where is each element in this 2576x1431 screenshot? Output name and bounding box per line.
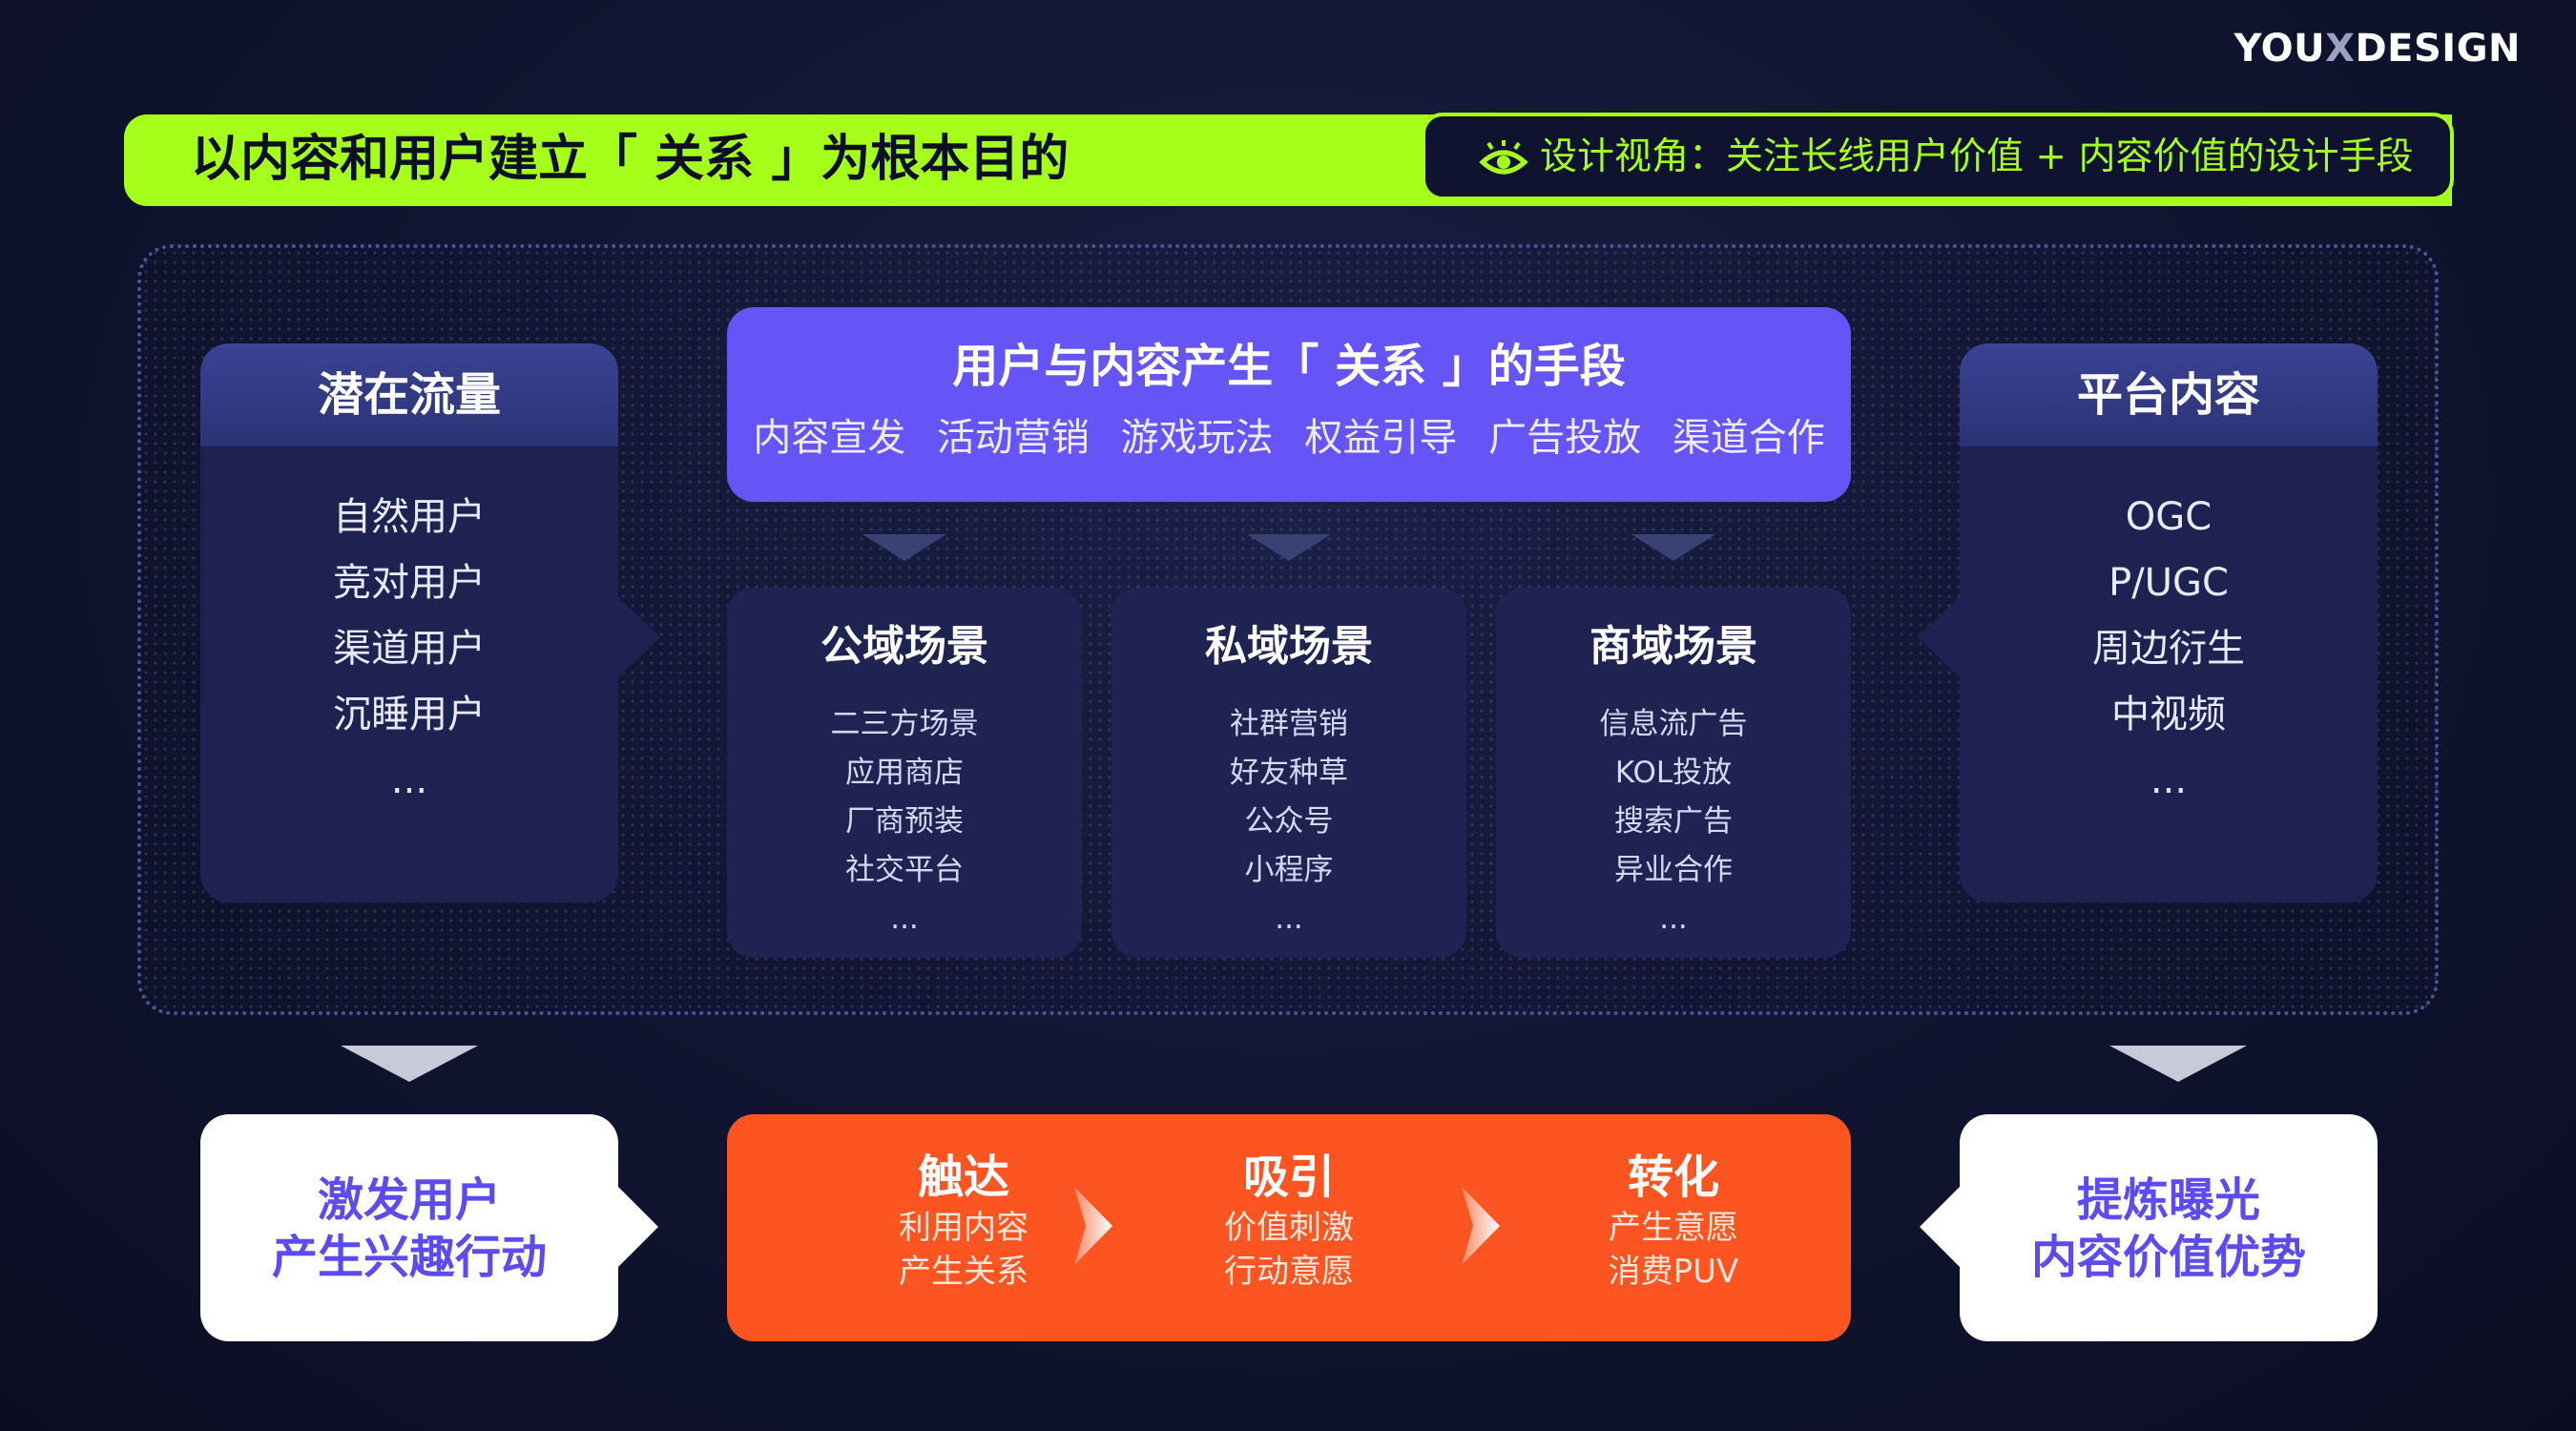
list-item-ellipsis: ... [890, 902, 919, 936]
list-item: 中视频 [2111, 693, 2226, 736]
list-item-ellipsis: ... [2150, 758, 2188, 802]
scene-list: 二三方场景 应用商店 厂商预装 社交平台 ... [727, 700, 1082, 944]
means-item: 权益引导 [1304, 416, 1458, 460]
list-item: KOL投放 [1614, 756, 1733, 790]
list-item-ellipsis: ... [390, 758, 428, 802]
design-perspective-box: 设计视角：关注长线用户价值 + 内容价值的设计手段 [1422, 113, 2454, 200]
list-item: 周边衍生 [2092, 627, 2245, 671]
header-banner: 以内容和用户建立「 关系 」为根本目的 设计视角：关注长线用户价值 + 内容价值… [124, 113, 2454, 206]
means-item: 渠道合作 [1672, 416, 1825, 460]
flow-step-title: 吸引 [1242, 1151, 1335, 1204]
text-line: 提炼曝光 [2076, 1173, 2260, 1227]
card-pointer [614, 593, 660, 681]
flow-step-attract: 吸引 价值刺激 行动意愿 [1146, 1149, 1432, 1294]
conversion-flow-card: 触达 利用内容 产生关系 吸引 价值刺激 行动意愿 转化 产生意愿 消费PUV [727, 1114, 1851, 1341]
stimulate-users-text: 激发用户 产生兴趣行动 [200, 1172, 618, 1286]
relationship-means-list: 内容宣发 活动营销 游戏玩法 权益引导 广告投放 渠道合作 [727, 414, 1851, 462]
card-pointer [1918, 593, 1963, 681]
refine-exposure-text: 提炼曝光 内容价值优势 [1960, 1172, 2378, 1286]
private-domain-scene-card: 私域场景 社群营销 好友种草 公众号 小程序 ... [1111, 588, 1466, 958]
refine-exposure-card: 提炼曝光 内容价值优势 [1920, 1114, 2378, 1341]
logo-text-design: DESIGN [2355, 27, 2521, 71]
list-item-ellipsis: ... [1659, 902, 1688, 936]
flow-step-title: 转化 [1627, 1151, 1719, 1204]
commercial-domain-scene-card: 商域场景 信息流广告 KOL投放 搜索广告 异业合作 ... [1496, 588, 1851, 958]
platform-content-list: OGC P/UGC 周边衍生 中视频 ... [1960, 485, 2378, 814]
means-item: 广告投放 [1488, 416, 1642, 460]
scene-list: 社群营销 好友种草 公众号 小程序 ... [1111, 700, 1466, 944]
means-item: 活动营销 [936, 416, 1090, 460]
down-chevron-icon [862, 534, 946, 561]
design-perspective-text: 设计视角：关注长线用户价值 + 内容价值的设计手段 [1540, 135, 2414, 178]
list-item: P/UGC [2109, 561, 2229, 605]
flow-step-line: 行动意愿 [1224, 1253, 1354, 1291]
chevron-right-icon [1074, 1187, 1112, 1265]
text-line: 内容价值优势 [2030, 1231, 2306, 1284]
public-domain-scene-card: 公域场景 二三方场景 应用商店 厂商预装 社交平台 ... [727, 588, 1082, 958]
flow-step-title: 触达 [917, 1151, 1009, 1204]
flow-step-convert: 转化 产生意愿 消费PUV [1530, 1149, 1817, 1294]
eye-icon [1479, 140, 1528, 175]
list-item: 社交平台 [845, 853, 964, 887]
potential-traffic-list: 自然用户 竞对用户 渠道用户 沉睡用户 ... [200, 485, 618, 814]
list-item: 搜索广告 [1614, 804, 1733, 839]
flow-step-reach: 触达 利用内容 产生关系 [821, 1149, 1107, 1294]
list-item: 沉睡用户 [333, 693, 486, 736]
list-item: 渠道用户 [333, 627, 486, 671]
list-item: 公众号 [1244, 804, 1334, 839]
platform-content-card: 平台内容 OGC P/UGC 周边衍生 中视频 ... [1918, 343, 2378, 902]
scene-title: 私域场景 [1205, 622, 1373, 671]
list-item: OGC [2125, 495, 2212, 539]
list-item: 异业合作 [1614, 853, 1733, 887]
card-pointer [1920, 1183, 1963, 1271]
chevron-right-icon [1462, 1187, 1500, 1265]
list-item: 二三方场景 [830, 707, 979, 741]
relationship-means-title: 用户与内容产生「 关系 」的手段 [952, 340, 1626, 393]
flow-step-line: 利用内容 [899, 1209, 1028, 1247]
potential-traffic-card: 潜在流量 自然用户 竞对用户 渠道用户 沉睡用户 ... [200, 343, 660, 902]
list-item: 好友种草 [1230, 756, 1348, 790]
list-item-ellipsis: ... [1275, 902, 1303, 936]
list-item: 厂商预装 [845, 804, 964, 839]
flow-step-line: 产生关系 [899, 1253, 1028, 1291]
platform-content-title: 平台内容 [1960, 343, 2378, 446]
logo-text-x: X [2325, 27, 2356, 71]
scene-list: 信息流广告 KOL投放 搜索广告 异业合作 ... [1496, 700, 1851, 944]
flow-step-line: 消费PUV [1608, 1253, 1739, 1291]
potential-traffic-title: 潜在流量 [200, 343, 618, 446]
list-item: 自然用户 [333, 495, 486, 539]
down-chevron-icon [341, 1046, 478, 1082]
means-item: 游戏玩法 [1120, 416, 1274, 460]
list-item: 社群营销 [1230, 707, 1348, 741]
down-chevron-icon [2109, 1046, 2247, 1082]
flow-step-line: 价值刺激 [1224, 1209, 1354, 1247]
page-title: 以内容和用户建立「 关系 」为根本目的 [191, 131, 1070, 188]
means-item: 内容宣发 [753, 416, 906, 460]
logo-text-you: YOU [2233, 27, 2326, 71]
down-chevron-icon [1631, 534, 1715, 561]
text-line: 激发用户 [317, 1173, 501, 1227]
scene-title: 商域场景 [1589, 622, 1757, 671]
list-item: 竞对用户 [333, 561, 486, 605]
list-item: 小程序 [1244, 853, 1334, 887]
list-item: 信息流广告 [1599, 707, 1748, 741]
stimulate-users-card: 激发用户 产生兴趣行动 [200, 1114, 658, 1341]
down-chevron-icon [1247, 534, 1331, 561]
list-item: 应用商店 [845, 756, 964, 790]
brand-logo: YOUXDESIGN [2234, 27, 2521, 71]
text-line: 产生兴趣行动 [271, 1231, 547, 1284]
card-pointer [614, 1183, 658, 1271]
relationship-means-card: 用户与内容产生「 关系 」的手段 内容宣发 活动营销 游戏玩法 权益引导 广告投… [727, 307, 1851, 502]
flow-step-line: 产生意愿 [1609, 1209, 1738, 1247]
scene-title: 公域场景 [821, 622, 988, 671]
